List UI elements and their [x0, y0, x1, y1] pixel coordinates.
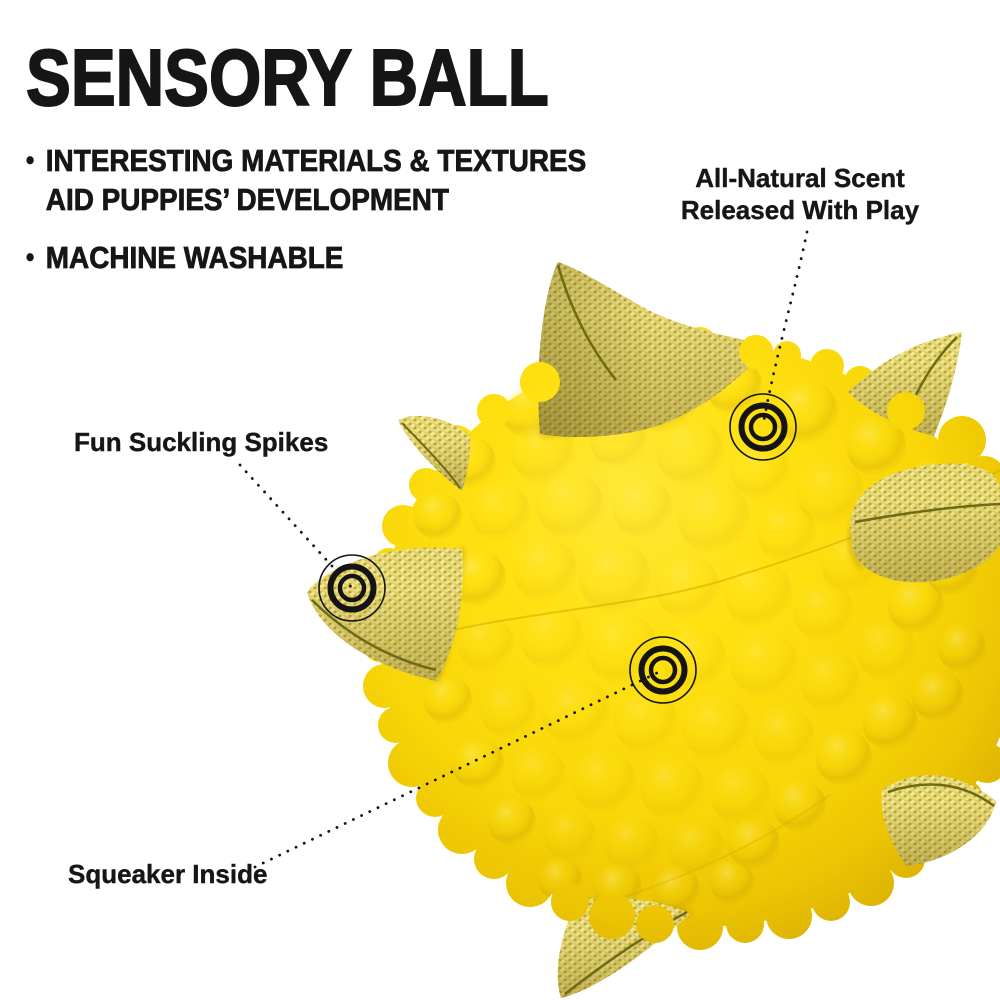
spike-bottom-right — [881, 775, 996, 866]
ball-seam-lower — [599, 794, 831, 906]
page-title: SENSORY BALL — [25, 33, 549, 122]
callout-scent: All-Natural Scent Released With Play — [640, 162, 960, 226]
spike-right — [848, 463, 1000, 583]
callout-scent-line1: All-Natural Scent — [695, 163, 905, 193]
callout-lines — [238, 230, 809, 869]
callout-scent-line2: Released With Play — [680, 195, 920, 225]
target-marker-scent — [729, 393, 797, 461]
spikes-dotted-line — [238, 463, 354, 590]
bullet-dot: • — [26, 145, 35, 176]
target-marker-squeaker — [629, 636, 697, 704]
target-marker-spikes — [318, 554, 386, 622]
callout-squeaker: Squeaker Inside — [68, 859, 268, 889]
squeaker-dotted-line — [253, 668, 665, 869]
spike-upper-left — [398, 415, 471, 491]
ball-rim-overlaps — [477, 335, 925, 943]
spike-left — [307, 547, 465, 683]
feature-line: MACHINE WASHABLE — [45, 240, 344, 276]
spike-top — [538, 262, 772, 437]
feature-item-washable: • MACHINE WASHABLE — [26, 238, 586, 277]
bullet-dot: • — [26, 242, 35, 273]
feature-line: AID PUPPIES’ DEVELOPMENT — [45, 182, 449, 218]
callout-spikes: Fun Suckling Spikes — [74, 427, 329, 457]
feature-line: INTERESTING MATERIALS & TEXTURES — [45, 143, 587, 179]
